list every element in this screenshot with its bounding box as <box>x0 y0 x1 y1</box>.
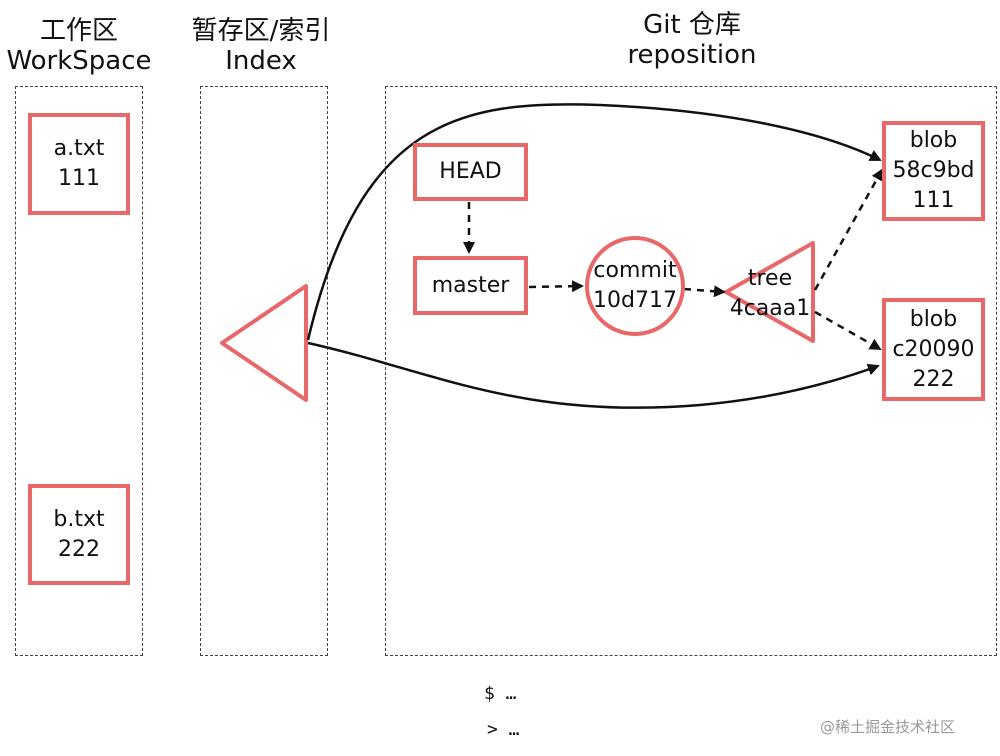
watermark: @稀土掘金技术社区 <box>820 718 956 736</box>
workspace-title: 工作区 WorkSpace <box>0 16 158 76</box>
commit-to-tree-arrow <box>683 285 726 298</box>
repository-title: Git 仓库 reposition <box>600 10 784 70</box>
repository-title-cn: Git 仓库 <box>643 10 741 40</box>
file-b-txt[interactable]: b.txt 222 <box>28 484 130 585</box>
index-title-en: Index <box>225 46 297 76</box>
blob2-hash: c20090 <box>892 336 975 362</box>
blob1-hash: 58c9bd <box>892 158 975 183</box>
master-branch[interactable]: master <box>413 256 528 315</box>
commit-label: commit <box>593 258 677 283</box>
file-a-txt[interactable]: a.txt 111 <box>28 113 130 215</box>
master-label: master <box>431 272 510 298</box>
blob1-label: blob <box>909 128 958 153</box>
master-to-commit-arrow <box>528 280 584 293</box>
blob-c20090[interactable]: blob c20090 222 <box>882 298 985 401</box>
workspace-title-cn: 工作区 <box>39 16 118 46</box>
repository-area <box>385 86 997 656</box>
blob2-label: blob <box>909 306 958 332</box>
index-to-blob1-arrow <box>306 103 882 341</box>
tree-triangle[interactable] <box>724 241 815 343</box>
index-to-blob2-arrow <box>307 341 880 409</box>
index-title: 暂存区/索引 Index <box>176 16 346 76</box>
file-a-content: 111 <box>58 166 100 191</box>
workspace-area <box>15 86 143 656</box>
head-label: HEAD <box>439 159 502 184</box>
index-area <box>200 86 328 656</box>
blob2-content: 222 <box>912 366 955 392</box>
file-b-name: b.txt <box>53 506 105 532</box>
file-a-name: a.txt <box>53 136 105 161</box>
tree-text: tree 4caaa1 <box>718 264 822 324</box>
index-tree-triangle[interactable] <box>220 284 308 402</box>
tree-hash: 4caaa1 <box>729 296 811 321</box>
terminal-line-1: $ … <box>484 683 517 704</box>
tree-label: tree <box>747 266 793 291</box>
tree-to-blob1-arrow <box>813 168 884 291</box>
commit-node[interactable]: commit 10d717 <box>585 236 685 336</box>
commit-hash: 10d717 <box>593 288 677 313</box>
head-pointer[interactable]: HEAD <box>413 143 528 201</box>
terminal-line-2: > … <box>487 719 520 740</box>
blob1-content: 111 <box>912 188 955 213</box>
file-b-content: 222 <box>58 536 100 562</box>
repository-title-en: reposition <box>627 40 757 70</box>
blob-58c9bd[interactable]: blob 58c9bd 111 <box>882 121 985 221</box>
tree-to-blob2-arrow <box>814 310 882 351</box>
workspace-title-en: WorkSpace <box>6 46 152 76</box>
index-title-cn: 暂存区/索引 <box>191 16 331 46</box>
